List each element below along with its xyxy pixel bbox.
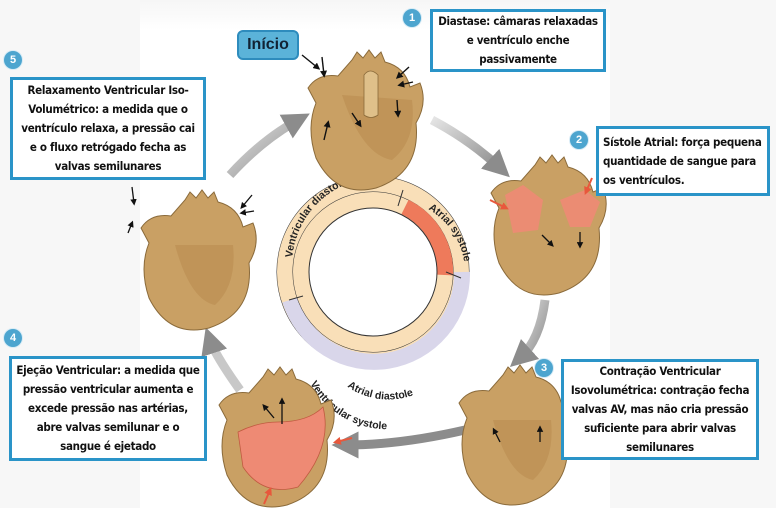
step-text-2: Sístole Atrial: força pequena quantidade… xyxy=(603,134,762,187)
outer-ring-ventricular-systole xyxy=(282,271,471,370)
step-box-5: Relaxamento Ventricular Iso-Volumétrico:… xyxy=(10,77,206,180)
step-text-4: Ejeção Ventricular: a medida que pressão… xyxy=(16,363,200,453)
label-atrial-diastole: Atrial diastole xyxy=(346,379,415,403)
step-text-3: Contração Ventricular Isovolumétrica: co… xyxy=(570,364,750,454)
heart-illustration-diastase xyxy=(307,49,424,191)
step-text-1: Diastase: câmaras relaxadas e ventrículo… xyxy=(438,14,598,66)
cycle-arrow-1-to-2 xyxy=(429,116,510,178)
start-pointer-arrow xyxy=(301,54,321,70)
step-box-4: Ejeção Ventricular: a medida que pressão… xyxy=(9,356,207,461)
step-box-1: Diastase: câmaras relaxadas e ventrículo… xyxy=(430,9,606,72)
start-label: Início xyxy=(237,30,299,60)
cycle-arrow-3-to-4 xyxy=(331,425,467,459)
step-badge-2: 2 xyxy=(570,131,588,149)
step-box-2: Sístole Atrial: força pequena quantidade… xyxy=(596,126,770,196)
heart-illustration-ventricular-ejection xyxy=(218,366,353,508)
step-badge-1: 1 xyxy=(403,9,421,27)
step-box-3: Contração Ventricular Isovolumétrica: co… xyxy=(561,359,759,460)
heart-illustration-isovolumetric-contraction xyxy=(458,364,575,506)
heart-illustration-isovolumetric-relaxation xyxy=(127,186,257,331)
cycle-ring: Ventricular diastole Atrial systole Atri… xyxy=(276,175,473,432)
cycle-arrow-4-to-5 xyxy=(201,327,244,393)
cycle-arrow-2-to-3 xyxy=(509,299,550,368)
cycle-arrow-5-to-1 xyxy=(226,113,310,179)
step-badge-3: 3 xyxy=(535,359,553,377)
heart-illustration-atrial-systole xyxy=(489,154,607,296)
step-badge-5: 5 xyxy=(4,51,22,69)
inner-ring-atrial-systole xyxy=(401,199,454,276)
step-badge-4: 4 xyxy=(4,329,22,347)
step-text-5: Relaxamento Ventricular Iso-Volumétrico:… xyxy=(21,83,195,173)
